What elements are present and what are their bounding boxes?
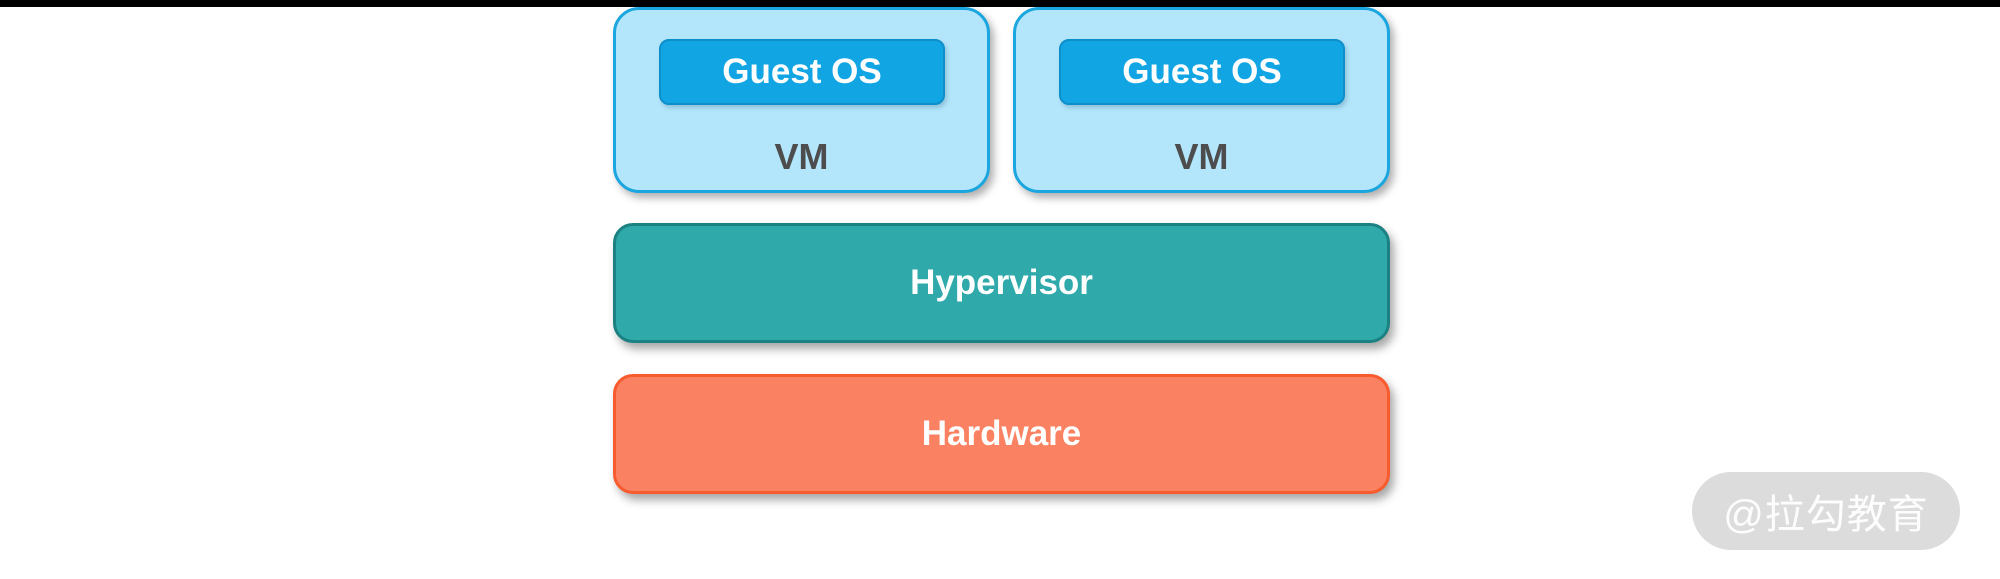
guest-os-box-1: Guest OS (659, 39, 945, 105)
hardware-box: Hardware (613, 374, 1390, 494)
guest-os-label-1: Guest OS (722, 52, 882, 91)
hypervisor-label: Hypervisor (910, 263, 1093, 302)
hypervisor-box: Hypervisor (613, 223, 1390, 343)
hardware-label: Hardware (921, 414, 1082, 453)
vm-box-2: Guest OS VM (1013, 7, 1390, 193)
watermark-text: @拉勾教育 (1723, 493, 1929, 537)
guest-os-label-2: Guest OS (1122, 52, 1282, 91)
vm-label-1: VM (774, 136, 829, 177)
vm-label-2: VM (1174, 136, 1229, 177)
guest-os-box-2: Guest OS (1059, 39, 1345, 105)
top-black-bar (0, 0, 2000, 7)
watermark-badge: @拉勾教育 (1692, 472, 1960, 550)
vm-box-1: Guest OS VM (613, 7, 990, 193)
